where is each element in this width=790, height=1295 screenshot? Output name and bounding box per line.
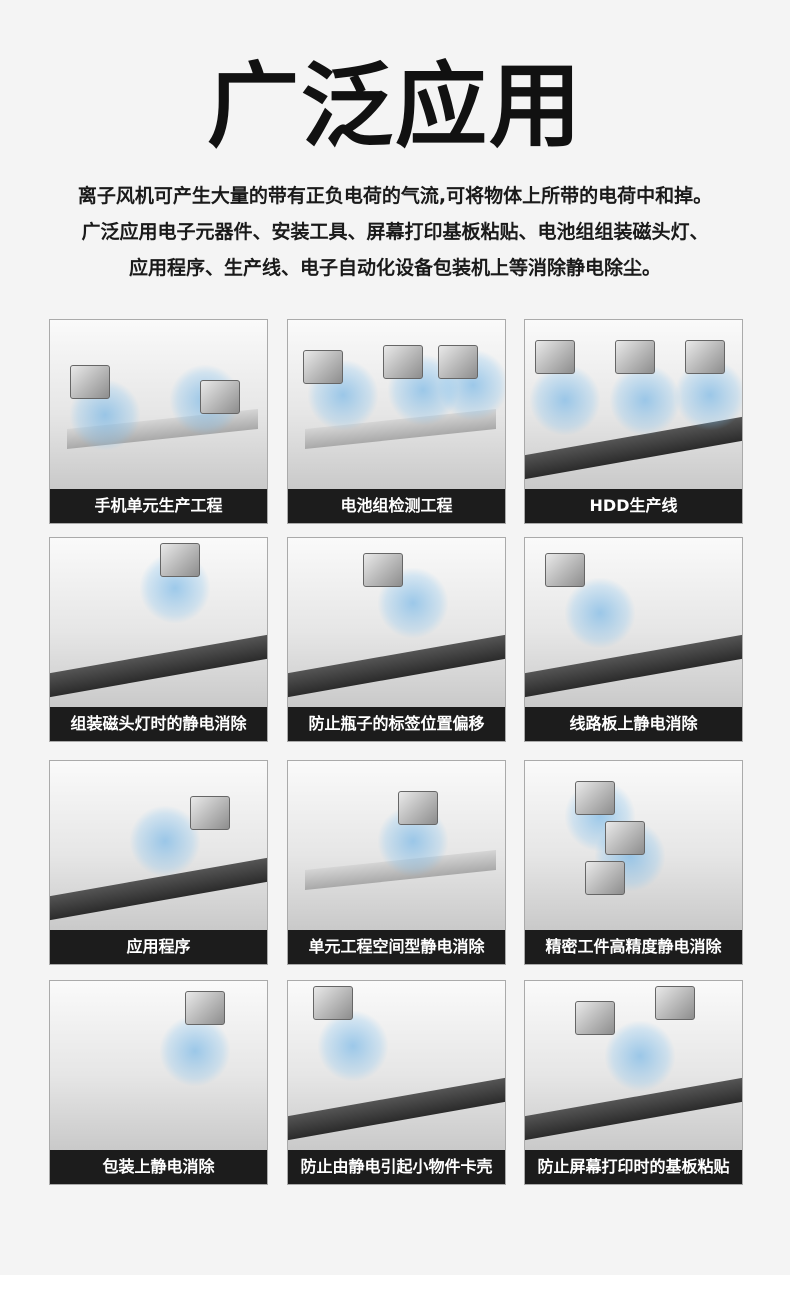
- ion-airflow: [565, 578, 635, 648]
- ion-airflow: [605, 1021, 675, 1091]
- ionizer-fan-icon: [200, 380, 240, 414]
- application-illustration: [525, 761, 742, 931]
- application-caption: 精密工件高精度静电消除: [525, 930, 742, 964]
- application-illustration: [525, 538, 742, 708]
- application-caption: 线路板上静电消除: [525, 707, 742, 741]
- conveyor-belt: [288, 634, 505, 697]
- ionizer-fan-icon: [190, 796, 230, 830]
- application-card: 手机单元生产工程: [49, 319, 268, 524]
- application-caption: 防止瓶子的标签位置偏移: [288, 707, 505, 741]
- ionizer-fan-icon: [685, 340, 725, 374]
- application-caption: 单元工程空间型静电消除: [288, 930, 505, 964]
- application-illustration: [50, 320, 267, 490]
- application-illustration: [288, 761, 505, 931]
- ionizer-fan-icon: [185, 991, 225, 1025]
- description-line: 广泛应用电子元器件、安装工具、屏幕打印基板粘贴、电池组组装磁头灯、: [81, 221, 709, 243]
- application-card: 电池组检测工程: [287, 319, 506, 524]
- conveyor-belt: [288, 1077, 505, 1140]
- application-card: 线路板上静电消除: [524, 537, 743, 742]
- application-card: 防止由静电引起小物件卡壳: [287, 980, 506, 1185]
- description-line: 应用程序、生产线、电子自动化设备包装机上等消除静电除尘。: [128, 257, 661, 279]
- application-caption: 包装上静电消除: [50, 1150, 267, 1184]
- application-caption: 防止由静电引起小物件卡壳: [288, 1150, 505, 1184]
- application-illustration: [50, 538, 267, 708]
- ion-airflow: [610, 365, 680, 435]
- ionizer-fan-icon: [363, 553, 403, 587]
- description: 离子风机可产生大量的带有正负电荷的气流,可将物体上所带的电荷中和掉。 广泛应用电…: [0, 178, 790, 286]
- ionizer-fan-icon: [398, 791, 438, 825]
- ion-airflow: [530, 365, 600, 435]
- application-illustration: [288, 538, 505, 708]
- ionizer-fan-icon: [585, 861, 625, 895]
- application-card: 应用程序: [49, 760, 268, 965]
- application-caption: 手机单元生产工程: [50, 489, 267, 523]
- application-card: 单元工程空间型静电消除: [287, 760, 506, 965]
- page-title: 广泛应用: [206, 53, 583, 160]
- application-illustration: [50, 761, 267, 931]
- application-caption: 组装磁头灯时的静电消除: [50, 707, 267, 741]
- ionizer-fan-icon: [575, 1001, 615, 1035]
- ionizer-fan-icon: [313, 986, 353, 1020]
- ionizer-fan-icon: [545, 553, 585, 587]
- ionizer-fan-icon: [438, 345, 478, 379]
- application-illustration: [288, 981, 505, 1151]
- ion-airflow: [318, 1011, 388, 1081]
- application-illustration: [50, 981, 267, 1151]
- application-card: 防止屏幕打印时的基板粘贴: [524, 980, 743, 1185]
- ionizer-fan-icon: [655, 986, 695, 1020]
- ionizer-fan-icon: [535, 340, 575, 374]
- ionizer-fan-icon: [383, 345, 423, 379]
- application-illustration: [288, 320, 505, 490]
- application-card: HDD生产线: [524, 319, 743, 524]
- ionizer-fan-icon: [303, 350, 343, 384]
- ionizer-fan-icon: [605, 821, 645, 855]
- ionizer-fan-icon: [160, 543, 200, 577]
- application-caption: 应用程序: [50, 930, 267, 964]
- application-card: 防止瓶子的标签位置偏移: [287, 537, 506, 742]
- ion-airflow: [160, 1016, 230, 1086]
- ionizer-fan-icon: [70, 365, 110, 399]
- application-card: 组装磁头灯时的静电消除: [49, 537, 268, 742]
- application-card: 精密工件高精度静电消除: [524, 760, 743, 965]
- application-illustration: [525, 320, 742, 490]
- application-caption: 电池组检测工程: [288, 489, 505, 523]
- application-illustration: [525, 981, 742, 1151]
- application-card: 包装上静电消除: [49, 980, 268, 1185]
- application-caption: HDD生产线: [525, 489, 742, 523]
- footer-strip: [0, 1275, 790, 1295]
- application-caption: 防止屏幕打印时的基板粘贴: [525, 1150, 742, 1184]
- ion-airflow: [130, 806, 200, 876]
- conveyor-belt: [50, 634, 267, 697]
- ionizer-fan-icon: [575, 781, 615, 815]
- description-line: 离子风机可产生大量的带有正负电荷的气流,可将物体上所带的电荷中和掉。: [77, 185, 713, 207]
- ionizer-fan-icon: [615, 340, 655, 374]
